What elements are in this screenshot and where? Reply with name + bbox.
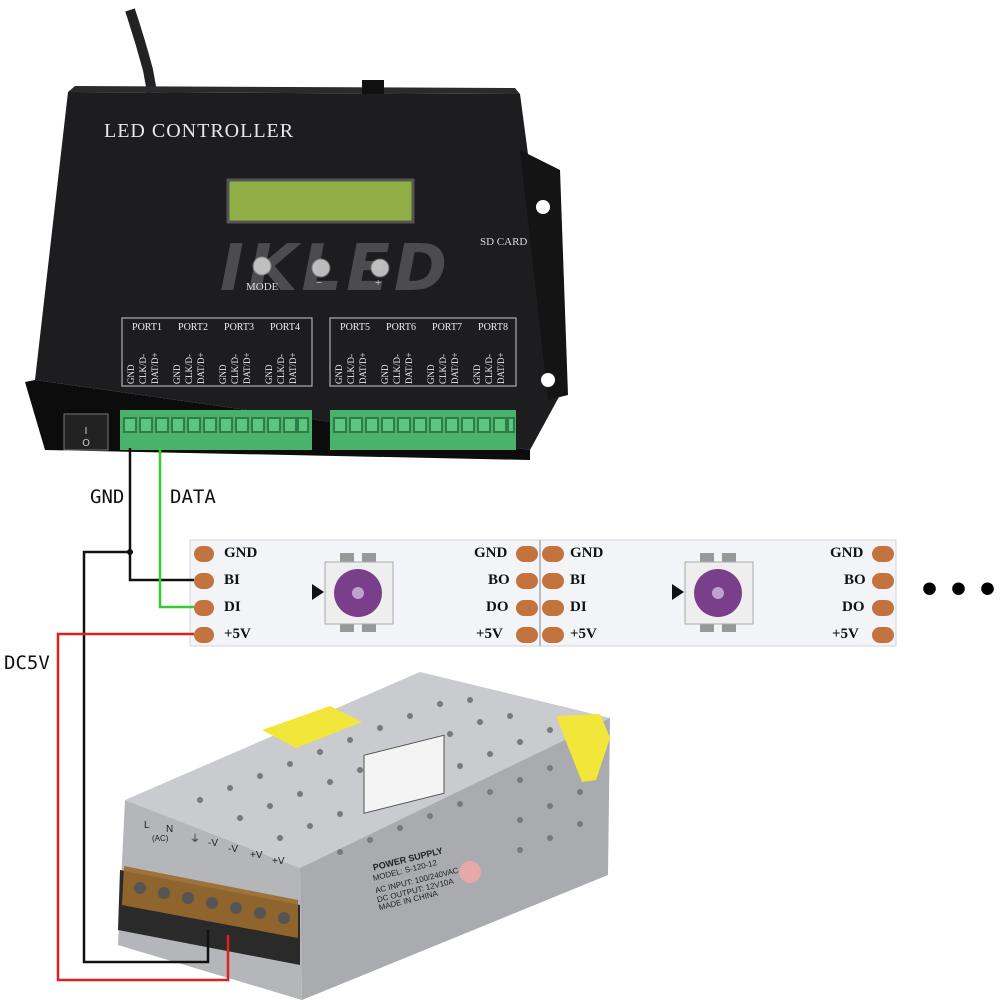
pin-label-dat: DAT/D+: [242, 352, 252, 384]
psu-terminal-pos2: +V: [272, 856, 285, 867]
port7-label: PORT7: [432, 322, 462, 333]
pad-label-gnd-in: GND: [224, 545, 258, 561]
port5-label: PORT5: [340, 322, 370, 333]
pin-label-clk: CLK/D-: [184, 354, 194, 384]
svg-text:O: O: [82, 438, 90, 449]
led-controller: I O: [25, 80, 568, 460]
pin-label-dat: DAT/D+: [196, 352, 206, 384]
brand-watermark: IKLED: [220, 232, 452, 306]
pin-label-clk: CLK/D-: [438, 354, 448, 384]
pin-label-dat: DAT/D+: [496, 352, 506, 384]
psu-terminal-l: L: [144, 820, 150, 831]
pad-label-bo: BO: [844, 572, 866, 588]
pad-label-do: DO: [842, 599, 865, 615]
pad-label-bi: BI: [224, 572, 240, 588]
psu-terminal-ground: ⏚: [190, 834, 200, 845]
pin-label-dat: DAT/D+: [288, 352, 298, 384]
port3-label: PORT3: [224, 322, 254, 333]
pin-label-gnd: GND: [172, 364, 182, 385]
plus-button-label: +: [375, 277, 382, 289]
continuation-dots: •••: [918, 570, 1000, 611]
power-supply: [118, 672, 610, 1000]
psu-terminal-neg2: -V: [228, 844, 238, 855]
minus-button-label: −: [316, 277, 323, 289]
led-chip: [312, 553, 394, 632]
pad-label-di: DI: [224, 599, 241, 615]
pad-label-gnd-in: GND: [570, 545, 604, 561]
pad-label-bo: BO: [488, 572, 510, 588]
pad-label-gnd-out: GND: [830, 545, 864, 561]
pad-label-5v-in: +5V: [224, 626, 251, 642]
wiring: [56, 448, 230, 982]
led-strip: [189, 539, 897, 647]
port8-label: PORT8: [478, 322, 508, 333]
pin-label-clk: CLK/D-: [276, 354, 286, 384]
sd-card-label: SD CARD: [480, 236, 528, 248]
pin-label-gnd: GND: [264, 364, 274, 385]
pad-label-do: DO: [486, 599, 509, 615]
pad-label-gnd-out: GND: [474, 545, 508, 561]
psu-terminal-pos1: +V: [250, 850, 263, 861]
pin-label-clk: CLK/D-: [138, 354, 148, 384]
pin-label-dat: DAT/D+: [404, 352, 414, 384]
port4-label: PORT4: [270, 322, 300, 333]
port6-label: PORT6: [386, 322, 416, 333]
pin-label-gnd: GND: [472, 364, 482, 385]
svg-text:I: I: [85, 426, 88, 437]
pad-label-5v-in: +5V: [570, 626, 597, 642]
psu-ac-mark: (AC): [152, 834, 169, 843]
pin-label-gnd: GND: [126, 364, 136, 385]
pad-label-5v-out: +5V: [832, 626, 859, 642]
port1-label: PORT1: [132, 322, 162, 333]
pin-label-clk: CLK/D-: [484, 354, 494, 384]
pad-label-di: DI: [570, 599, 587, 615]
led-chip: [672, 553, 754, 632]
port2-label: PORT2: [178, 322, 208, 333]
pin-label-clk: CLK/D-: [392, 354, 402, 384]
power-wire-label: DC5V: [4, 652, 50, 674]
gnd-wire-label: GND: [90, 486, 125, 508]
power-wire: [56, 632, 230, 982]
pad-label-5v-out: +5V: [476, 626, 503, 642]
pad-label-bi: BI: [570, 572, 586, 588]
pin-label-gnd: GND: [218, 364, 228, 385]
controller-cable: [125, 8, 157, 93]
pin-label-dat: DAT/D+: [450, 352, 460, 384]
pin-label-clk: CLK/D-: [230, 354, 240, 384]
pin-label-clk: CLK/D-: [346, 354, 356, 384]
data-wire: [158, 448, 194, 609]
pin-label-gnd: GND: [380, 364, 390, 385]
controller-title: LED CONTROLLER: [104, 120, 295, 142]
bi-wire: [128, 552, 194, 582]
pin-label-dat: DAT/D+: [150, 352, 160, 384]
pin-label-gnd: GND: [334, 364, 344, 385]
psu-terminal-neg1: -V: [208, 838, 218, 849]
mode-button-label: MODE: [246, 281, 279, 293]
data-wire-label: DATA: [170, 486, 216, 508]
pin-label-gnd: GND: [426, 364, 436, 385]
psu-terminal-n: N: [166, 824, 174, 835]
pin-label-dat: DAT/D+: [358, 352, 368, 384]
gnd-wire: [82, 448, 210, 964]
